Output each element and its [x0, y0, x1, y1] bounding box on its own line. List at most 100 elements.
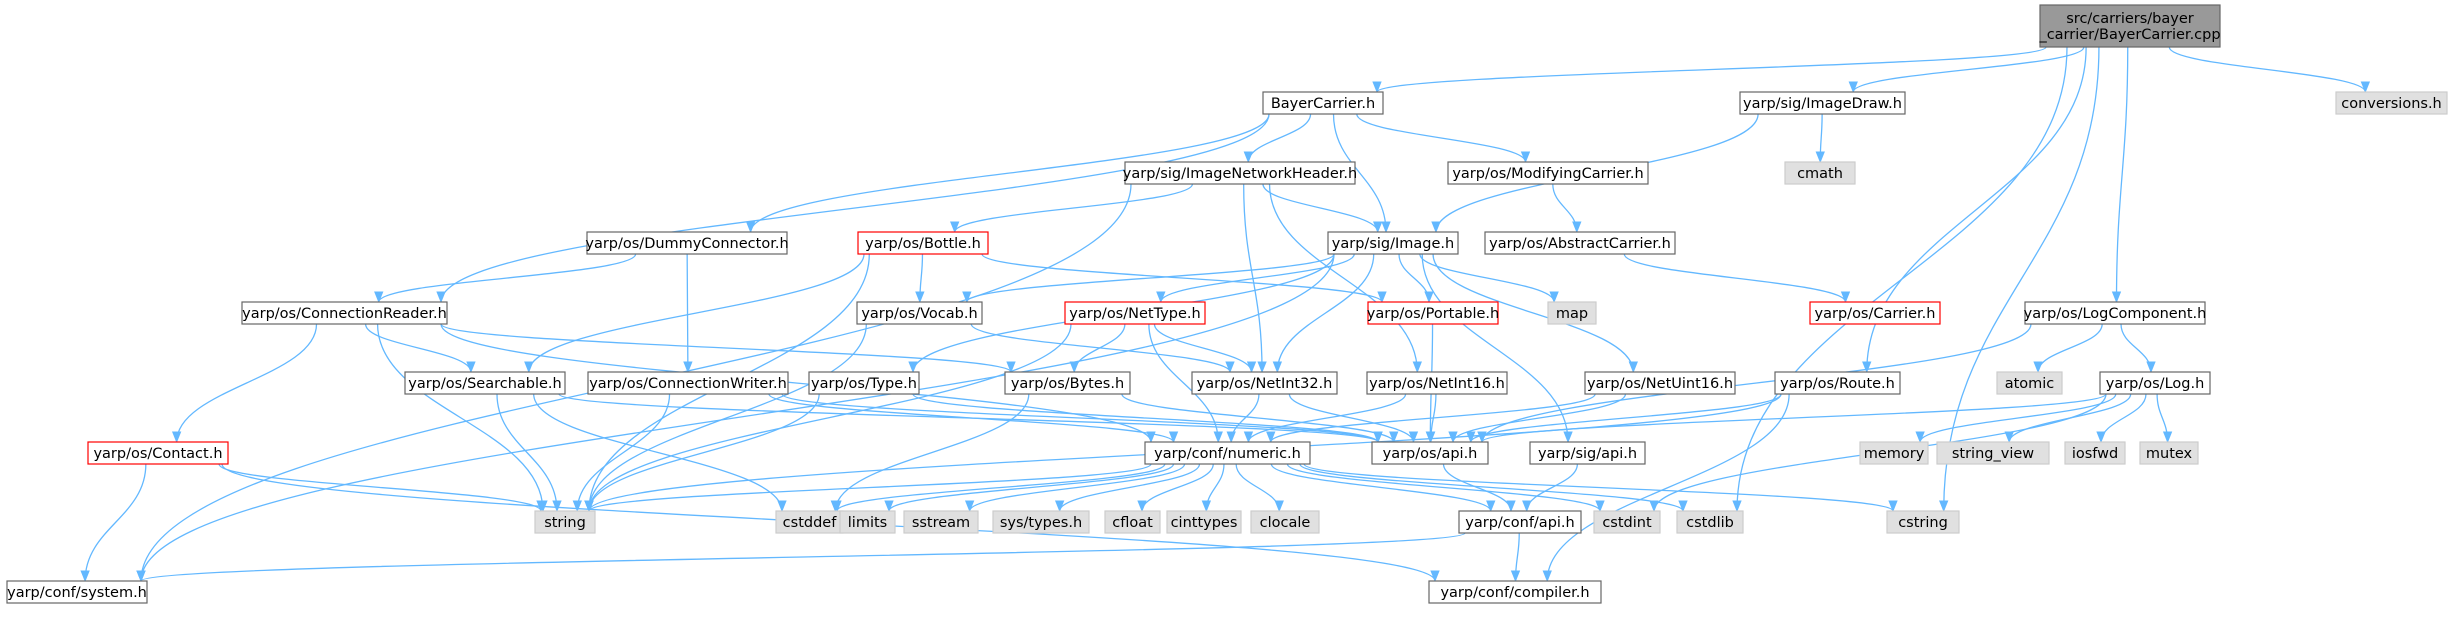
- node-conf_api_h[interactable]: yarp/conf/api.h: [1458, 510, 1582, 534]
- node-portable_h[interactable]: yarp/os/Portable.h: [1367, 301, 1499, 325]
- node-sstream: sstream: [903, 510, 979, 534]
- node-label: yarp/os/Type.h: [811, 376, 917, 392]
- node-cinttypes: cinttypes: [1166, 510, 1242, 534]
- node-label: yarp/sig/ImageDraw.h: [1743, 96, 1902, 112]
- node-label: yarp/os/Route.h: [1780, 376, 1895, 392]
- node-os_api_h[interactable]: yarp/os/api.h: [1371, 441, 1489, 465]
- node-imagedraw_h[interactable]: yarp/sig/ImageDraw.h: [1739, 91, 1906, 115]
- node-label: yarp/os/api.h: [1383, 446, 1478, 462]
- node-box: [1774, 371, 1901, 395]
- node-searchable_h[interactable]: yarp/os/Searchable.h: [404, 371, 566, 395]
- edge-connectionwriter_h-to-string: [572, 393, 671, 513]
- node-box: [1191, 371, 1338, 395]
- node-connectionwriter_h[interactable]: yarp/os/ConnectionWriter.h: [587, 371, 789, 395]
- node-netuint16_h[interactable]: yarp/os/NetUint16.h: [1584, 371, 1736, 395]
- edge-image_h-to-sig_api_h: [1421, 253, 1573, 444]
- node-label: cstdlib: [1686, 515, 1734, 531]
- edge-connectionreader_h-to-bytes_h: [440, 323, 1016, 374]
- node-box: [2039, 4, 2221, 48]
- node-imagenetworkheader_h[interactable]: yarp/sig/ImageNetworkHeader.h: [1123, 161, 1357, 185]
- edge-numeric_h-to-sys_types_h: [1055, 463, 1201, 513]
- node-dummyconnector_h[interactable]: yarp/os/DummyConnector.h: [585, 231, 789, 255]
- node-connectionreader_h[interactable]: yarp/os/ConnectionReader.h: [241, 301, 448, 325]
- node-label: atomic: [2005, 376, 2055, 392]
- node-label: mutex: [2146, 446, 2193, 462]
- node-sig_api_h[interactable]: yarp/sig/api.h: [1529, 441, 1646, 465]
- edge-dummyconnector_h-to-connectionreader_h: [374, 253, 637, 304]
- node-label: cstring: [1898, 515, 1948, 531]
- node-box: [1484, 231, 1676, 255]
- edge-conf_api_h-to-conf_system_h: [136, 532, 1466, 583]
- edge-numeric_h-to-cfloat: [1137, 463, 1214, 513]
- node-netint16_h[interactable]: yarp/os/NetInt16.h: [1366, 371, 1508, 395]
- node-modifyingcarrier_h[interactable]: yarp/os/ModifyingCarrier.h: [1447, 161, 1649, 185]
- node-vocab_h[interactable]: yarp/os/Vocab.h: [856, 301, 983, 325]
- node-abstractcarrier_h[interactable]: yarp/os/AbstractCarrier.h: [1484, 231, 1676, 255]
- edge-abstractcarrier_h-to-carrier_h: [1623, 253, 1851, 304]
- node-box: [1144, 441, 1311, 465]
- edge-imagenetworkheader_h-to-netint16_h: [1268, 183, 1422, 374]
- edge-imagenetworkheader_h-to-image_h: [1262, 183, 1383, 234]
- node-conf_system_h[interactable]: yarp/conf/system.h: [6, 580, 148, 604]
- node-label: yarp/os/Log.h: [2106, 376, 2205, 392]
- edge-bayercarrier_h-to-imagenetworkheader_h: [1243, 113, 1312, 164]
- node-cfloat: cfloat: [1104, 510, 1161, 534]
- edge-log_h-to-iosfwd: [2096, 393, 2147, 444]
- node-bayercarrier_h[interactable]: BayerCarrier.h: [1262, 91, 1384, 115]
- node-box: [1428, 580, 1602, 604]
- node-contact_h[interactable]: yarp/os/Contact.h: [87, 441, 229, 465]
- edge-imagedraw_h-to-cmath: [1815, 113, 1825, 164]
- edge-vocab_h-to-string: [584, 323, 867, 513]
- edge-connectionwriter_h-to-os_api_h: [781, 393, 1383, 444]
- node-image_h[interactable]: yarp/sig/Image.h: [1327, 231, 1459, 255]
- node-nettype_h[interactable]: yarp/os/NetType.h: [1064, 301, 1206, 325]
- node-label: conversions.h: [2341, 96, 2442, 112]
- node-label: yarp/os/LogComponent.h: [2024, 306, 2207, 322]
- node-label: sys/types.h: [1000, 515, 1082, 531]
- node-label: yarp/sig/api.h: [1538, 446, 1637, 462]
- node-root[interactable]: src/carriers/bayer_carrier/BayerCarrier.…: [2038, 4, 2221, 48]
- node-netint32_h[interactable]: yarp/os/NetInt32.h: [1191, 371, 1338, 395]
- node-memory: memory: [1859, 441, 1929, 465]
- node-label: sstream: [912, 515, 970, 531]
- edge-dummyconnector_h-to-connectionwriter_h: [683, 253, 693, 374]
- edge-numeric_h-to-sstream: [965, 463, 1186, 513]
- node-label: yarp/os/Searchable.h: [408, 376, 561, 392]
- node-box: [404, 371, 566, 395]
- node-carrier_h[interactable]: yarp/os/Carrier.h: [1809, 301, 1941, 325]
- edge-netint32_h-to-os_api_h: [1288, 393, 1419, 444]
- node-box: [856, 301, 983, 325]
- node-bottle_h[interactable]: yarp/os/Bottle.h: [857, 231, 989, 255]
- edge-route_h-to-conf_compiler_h: [1542, 393, 1790, 583]
- node-numeric_h[interactable]: yarp/conf/numeric.h: [1144, 441, 1311, 465]
- node-box: [1886, 510, 1960, 534]
- edge-conf_api_h-to-conf_compiler_h: [1510, 532, 1521, 583]
- edge-sig_api_h-to-conf_api_h: [1522, 463, 1579, 513]
- node-limits: limits: [839, 510, 896, 534]
- node-map: map: [1547, 301, 1597, 325]
- node-bytes_h[interactable]: yarp/os/Bytes.h: [1004, 371, 1131, 395]
- node-cmath: cmath: [1784, 161, 1856, 185]
- edge-image_h-to-netuint16_h: [1432, 253, 1638, 374]
- node-sys_types_h: sys/types.h: [992, 510, 1090, 534]
- edge-log_h-to-memory: [1915, 393, 2117, 444]
- node-conf_compiler_h[interactable]: yarp/conf/compiler.h: [1428, 580, 1602, 604]
- node-box: [2064, 441, 2126, 465]
- node-label: cfloat: [1112, 515, 1153, 531]
- edge-root-to-cstdlib: [1732, 46, 2068, 513]
- node-box: [1859, 441, 1929, 465]
- node-box: [1739, 91, 1906, 115]
- node-type_h[interactable]: yarp/os/Type.h: [808, 371, 920, 395]
- node-route_h[interactable]: yarp/os/Route.h: [1774, 371, 1901, 395]
- node-box: [1104, 510, 1161, 534]
- node-label: yarp/os/ConnectionReader.h: [242, 306, 447, 322]
- edge-numeric_h-to-cinttypes: [1201, 463, 1225, 513]
- edge-bottle_h-to-vocab_h: [915, 253, 925, 304]
- node-box: [1447, 161, 1649, 185]
- node-logcomponent_h[interactable]: yarp/os/LogComponent.h: [2024, 301, 2207, 325]
- node-box: [1327, 231, 1459, 255]
- node-box: [87, 441, 229, 465]
- edge-root-to-logcomponent_h: [2111, 46, 2129, 304]
- edge-netint32_h-to-numeric_h: [1226, 393, 1260, 444]
- node-log_h[interactable]: yarp/os/Log.h: [2099, 371, 2211, 395]
